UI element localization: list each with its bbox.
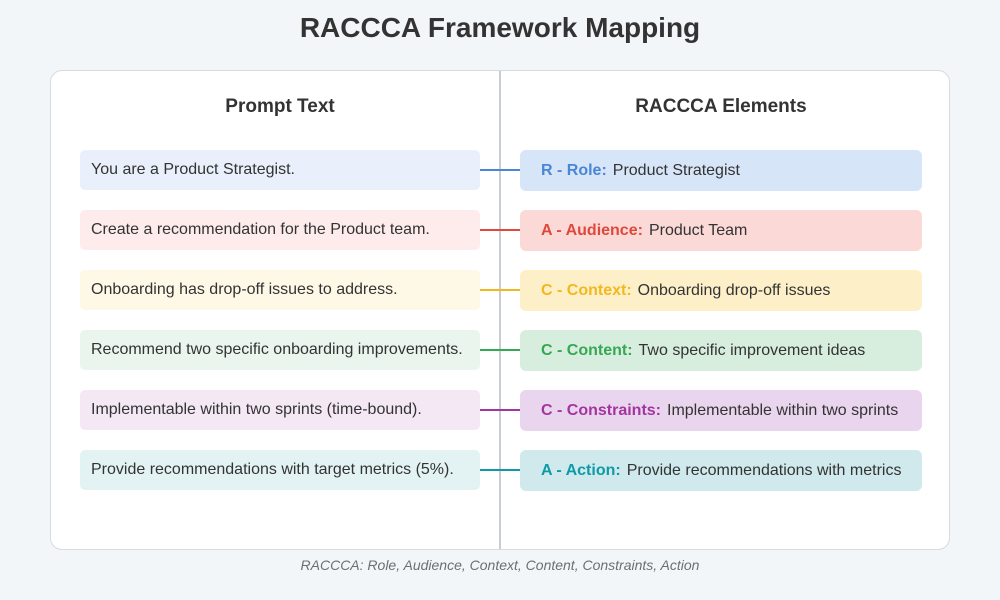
prompt-text: Implementable within two sprints (time-b… <box>91 401 422 418</box>
prompt-text: Recommend two specific onboarding improv… <box>91 341 463 358</box>
connector-line <box>480 169 520 171</box>
legend-footnote: RACCCA: Role, Audience, Context, Content… <box>300 557 700 573</box>
element-key: R - Role: <box>541 161 607 179</box>
element-value: Product Strategist <box>612 161 740 179</box>
prompt-text-box: Create a recommendation for the Product … <box>80 210 480 250</box>
mapping-row-context: Onboarding has drop-off issues to addres… <box>0 270 1000 311</box>
element-key: A - Action: <box>541 461 621 479</box>
prompt-text-header: Prompt Text <box>225 96 335 117</box>
connector-line <box>480 349 520 351</box>
element-value: Product Team <box>648 221 748 239</box>
prompt-text: Provide recommendations with target metr… <box>91 461 454 478</box>
prompt-text: You are a Product Strategist. <box>91 161 295 178</box>
prompt-text-box: You are a Product Strategist. <box>80 150 480 190</box>
element-key: C - Constraints: <box>541 401 661 419</box>
prompt-text-box: Provide recommendations with target metr… <box>80 450 480 490</box>
connector-line <box>480 409 520 411</box>
raccca-element-box: R - Role: Product Strategist <box>520 150 922 191</box>
diagram-title: RACCCA Framework Mapping <box>299 12 701 43</box>
prompt-text-box: Implementable within two sprints (time-b… <box>80 390 480 430</box>
element-value: Provide recommendations with metrics <box>626 461 902 479</box>
raccca-element-box: A - Action: Provide recommendations with… <box>520 450 922 491</box>
element-key: C - Content: <box>541 341 633 359</box>
prompt-text-box: Recommend two specific onboarding improv… <box>80 330 480 370</box>
element-value: Onboarding drop-off issues <box>637 281 831 299</box>
mapping-row-role: You are a Product Strategist. R - Role: … <box>0 150 1000 191</box>
mapping-row-action: Provide recommendations with target metr… <box>0 450 1000 491</box>
raccca-element-box: A - Audience: Product Team <box>520 210 922 251</box>
column-divider <box>499 71 501 549</box>
raccca-element-box: C - Content: Two specific improvement id… <box>520 330 922 371</box>
mapping-row-content: Recommend two specific onboarding improv… <box>0 330 1000 371</box>
mapping-row-constraints: Implementable within two sprints (time-b… <box>0 390 1000 431</box>
prompt-text-box: Onboarding has drop-off issues to addres… <box>80 270 480 310</box>
element-key: A - Audience: <box>541 221 643 239</box>
element-value: Implementable within two sprints <box>667 401 899 419</box>
raccca-element-box: C - Context: Onboarding drop-off issues <box>520 270 922 311</box>
mapping-row-audience: Create a recommendation for the Product … <box>0 210 1000 251</box>
raccca-element-box: C - Constraints: Implementable within tw… <box>520 390 922 431</box>
element-key: C - Context: <box>541 281 632 299</box>
connector-line <box>480 229 520 231</box>
prompt-text: Onboarding has drop-off issues to addres… <box>91 281 398 298</box>
prompt-text: Create a recommendation for the Product … <box>91 221 430 238</box>
raccca-elements-header: RACCCA Elements <box>635 96 807 117</box>
connector-line <box>480 469 520 471</box>
connector-line <box>480 289 520 291</box>
element-value: Two specific improvement ideas <box>638 341 866 359</box>
